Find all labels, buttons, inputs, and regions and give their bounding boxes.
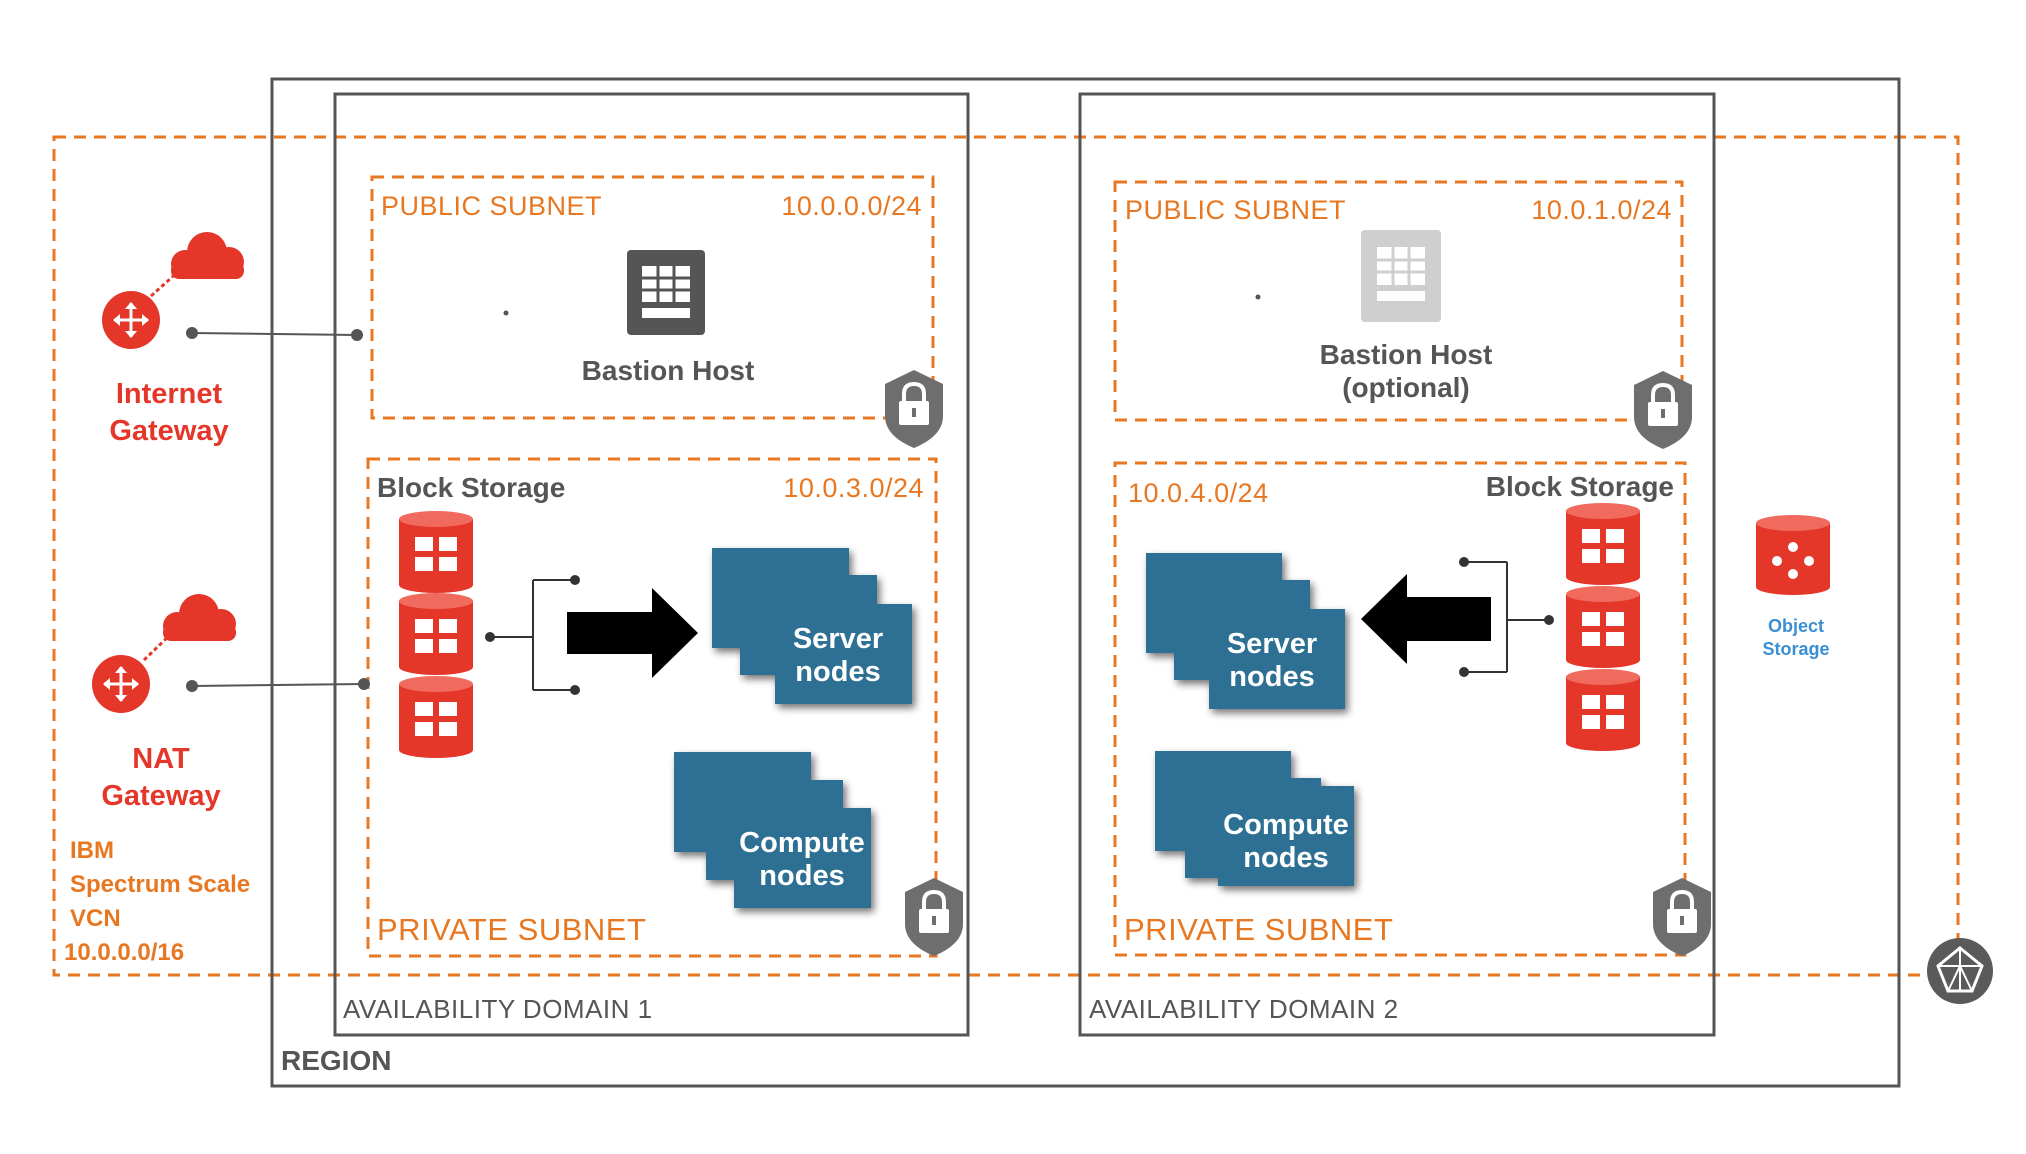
ad1-compute-nodes bbox=[674, 752, 871, 908]
ad1-private-subnet bbox=[366, 457, 938, 958]
security-list-icon bbox=[1651, 876, 1713, 958]
internet-gateway-label-2: Gateway bbox=[109, 415, 228, 447]
ad1-public-subnet bbox=[370, 175, 935, 420]
route-dot bbox=[351, 329, 363, 341]
ad2-block-storage-label: Block Storage bbox=[1486, 471, 1674, 502]
route-dot bbox=[186, 327, 198, 339]
ad1-public-subnet-label: PUBLIC SUBNET bbox=[381, 191, 602, 221]
region-boundary bbox=[270, 77, 1901, 1088]
internet-gateway-icon bbox=[100, 289, 162, 351]
vcn-boundary bbox=[52, 135, 1960, 977]
arrow-left-icon bbox=[1361, 574, 1491, 664]
ad1-public-dot bbox=[503, 310, 509, 316]
route-dot bbox=[186, 680, 198, 692]
block-volume-icon bbox=[399, 511, 473, 593]
connector-lines bbox=[1464, 561, 1549, 673]
availability-domain-1 bbox=[333, 92, 970, 1037]
region-label: REGION bbox=[281, 1045, 391, 1076]
ad1-public-subnet-cidr: 10.0.0.0/24 bbox=[781, 191, 922, 221]
connector-lines bbox=[490, 579, 575, 691]
ad2-bastion-label-1: Bastion Host bbox=[1320, 339, 1493, 370]
route-line bbox=[191, 683, 365, 687]
ad2-public-subnet-label: PUBLIC SUBNET bbox=[1125, 195, 1346, 225]
ad1-compute-label-2: nodes bbox=[759, 860, 844, 892]
connector-dot bbox=[1544, 615, 1554, 625]
object-storage-icon bbox=[1756, 515, 1830, 595]
ad1-server-label-2: nodes bbox=[795, 656, 880, 688]
ad1-block-storage-label: Block Storage bbox=[377, 472, 565, 503]
block-volume-icon bbox=[399, 676, 473, 758]
ad2-compute-nodes bbox=[1155, 751, 1354, 886]
security-list-icon bbox=[903, 876, 965, 958]
ad2-server-nodes bbox=[1146, 553, 1345, 709]
ad2-private-subnet bbox=[1113, 461, 1687, 957]
ad1-compute-label-1: Compute bbox=[739, 827, 865, 859]
ad1-private-subnet-cidr: 10.0.3.0/24 bbox=[783, 473, 924, 503]
connector-dot bbox=[485, 632, 495, 642]
vcn-label-2: Spectrum Scale bbox=[70, 871, 250, 898]
availability-domain-2 bbox=[1078, 92, 1716, 1037]
ad1-private-subnet-label: PRIVATE SUBNET bbox=[377, 912, 646, 947]
ad1-server-nodes bbox=[712, 548, 912, 704]
ad2-server-label-2: nodes bbox=[1229, 661, 1314, 693]
object-storage-label-2: Storage bbox=[1762, 639, 1829, 659]
nat-gateway-icon bbox=[90, 653, 152, 715]
ad2-compute-label-2: nodes bbox=[1243, 842, 1328, 874]
vcn-cidr: 10.0.0.0/16 bbox=[64, 939, 184, 966]
ad2-bastion-label-2: (optional) bbox=[1342, 372, 1470, 403]
ad2-private-subnet-label: PRIVATE SUBNET bbox=[1124, 912, 1393, 947]
ad2-server-label-1: Server bbox=[1227, 628, 1317, 660]
ad2-label: AVAILABILITY DOMAIN 2 bbox=[1089, 994, 1399, 1024]
connector-dot bbox=[1459, 667, 1469, 677]
connector-dot bbox=[570, 685, 580, 695]
connector-dot bbox=[1459, 557, 1469, 567]
block-volume-icon bbox=[1566, 669, 1640, 751]
object-storage-label-1: Object bbox=[1768, 616, 1824, 636]
ad2-private-subnet-cidr: 10.0.4.0/24 bbox=[1128, 478, 1269, 508]
route-dot bbox=[358, 678, 370, 690]
security-list-icon bbox=[883, 368, 945, 450]
internet-gateway-label-1: Internet bbox=[116, 378, 223, 410]
service-gateway-icon bbox=[1927, 938, 1993, 1004]
vcn-label-3: VCN bbox=[70, 905, 121, 932]
ad1-server-label-1: Server bbox=[793, 623, 883, 655]
nat-gateway-label-2: Gateway bbox=[101, 780, 220, 812]
arrow-right-icon bbox=[567, 588, 698, 678]
cloud-icon bbox=[171, 232, 244, 279]
cloud-icon bbox=[163, 594, 236, 641]
ad1-label: AVAILABILITY DOMAIN 1 bbox=[343, 994, 653, 1024]
bastion-host-optional-icon bbox=[1361, 230, 1441, 322]
vcn-label-1: IBM bbox=[70, 837, 114, 864]
ad2-compute-label-1: Compute bbox=[1223, 809, 1349, 841]
security-list-icon bbox=[1632, 369, 1694, 451]
block-volume-icon bbox=[399, 593, 473, 675]
ad2-public-subnet-cidr: 10.0.1.0/24 bbox=[1531, 195, 1672, 225]
bastion-host-icon bbox=[627, 250, 705, 335]
connector-dot bbox=[570, 575, 580, 585]
ad1-bastion-label: Bastion Host bbox=[582, 355, 755, 386]
block-volume-icon bbox=[1566, 503, 1640, 585]
block-volume-icon bbox=[1566, 586, 1640, 668]
ad2-public-dot bbox=[1255, 294, 1261, 300]
ad2-public-subnet bbox=[1113, 180, 1684, 422]
route-line bbox=[191, 332, 358, 336]
nat-gateway-label-1: NAT bbox=[132, 743, 190, 775]
